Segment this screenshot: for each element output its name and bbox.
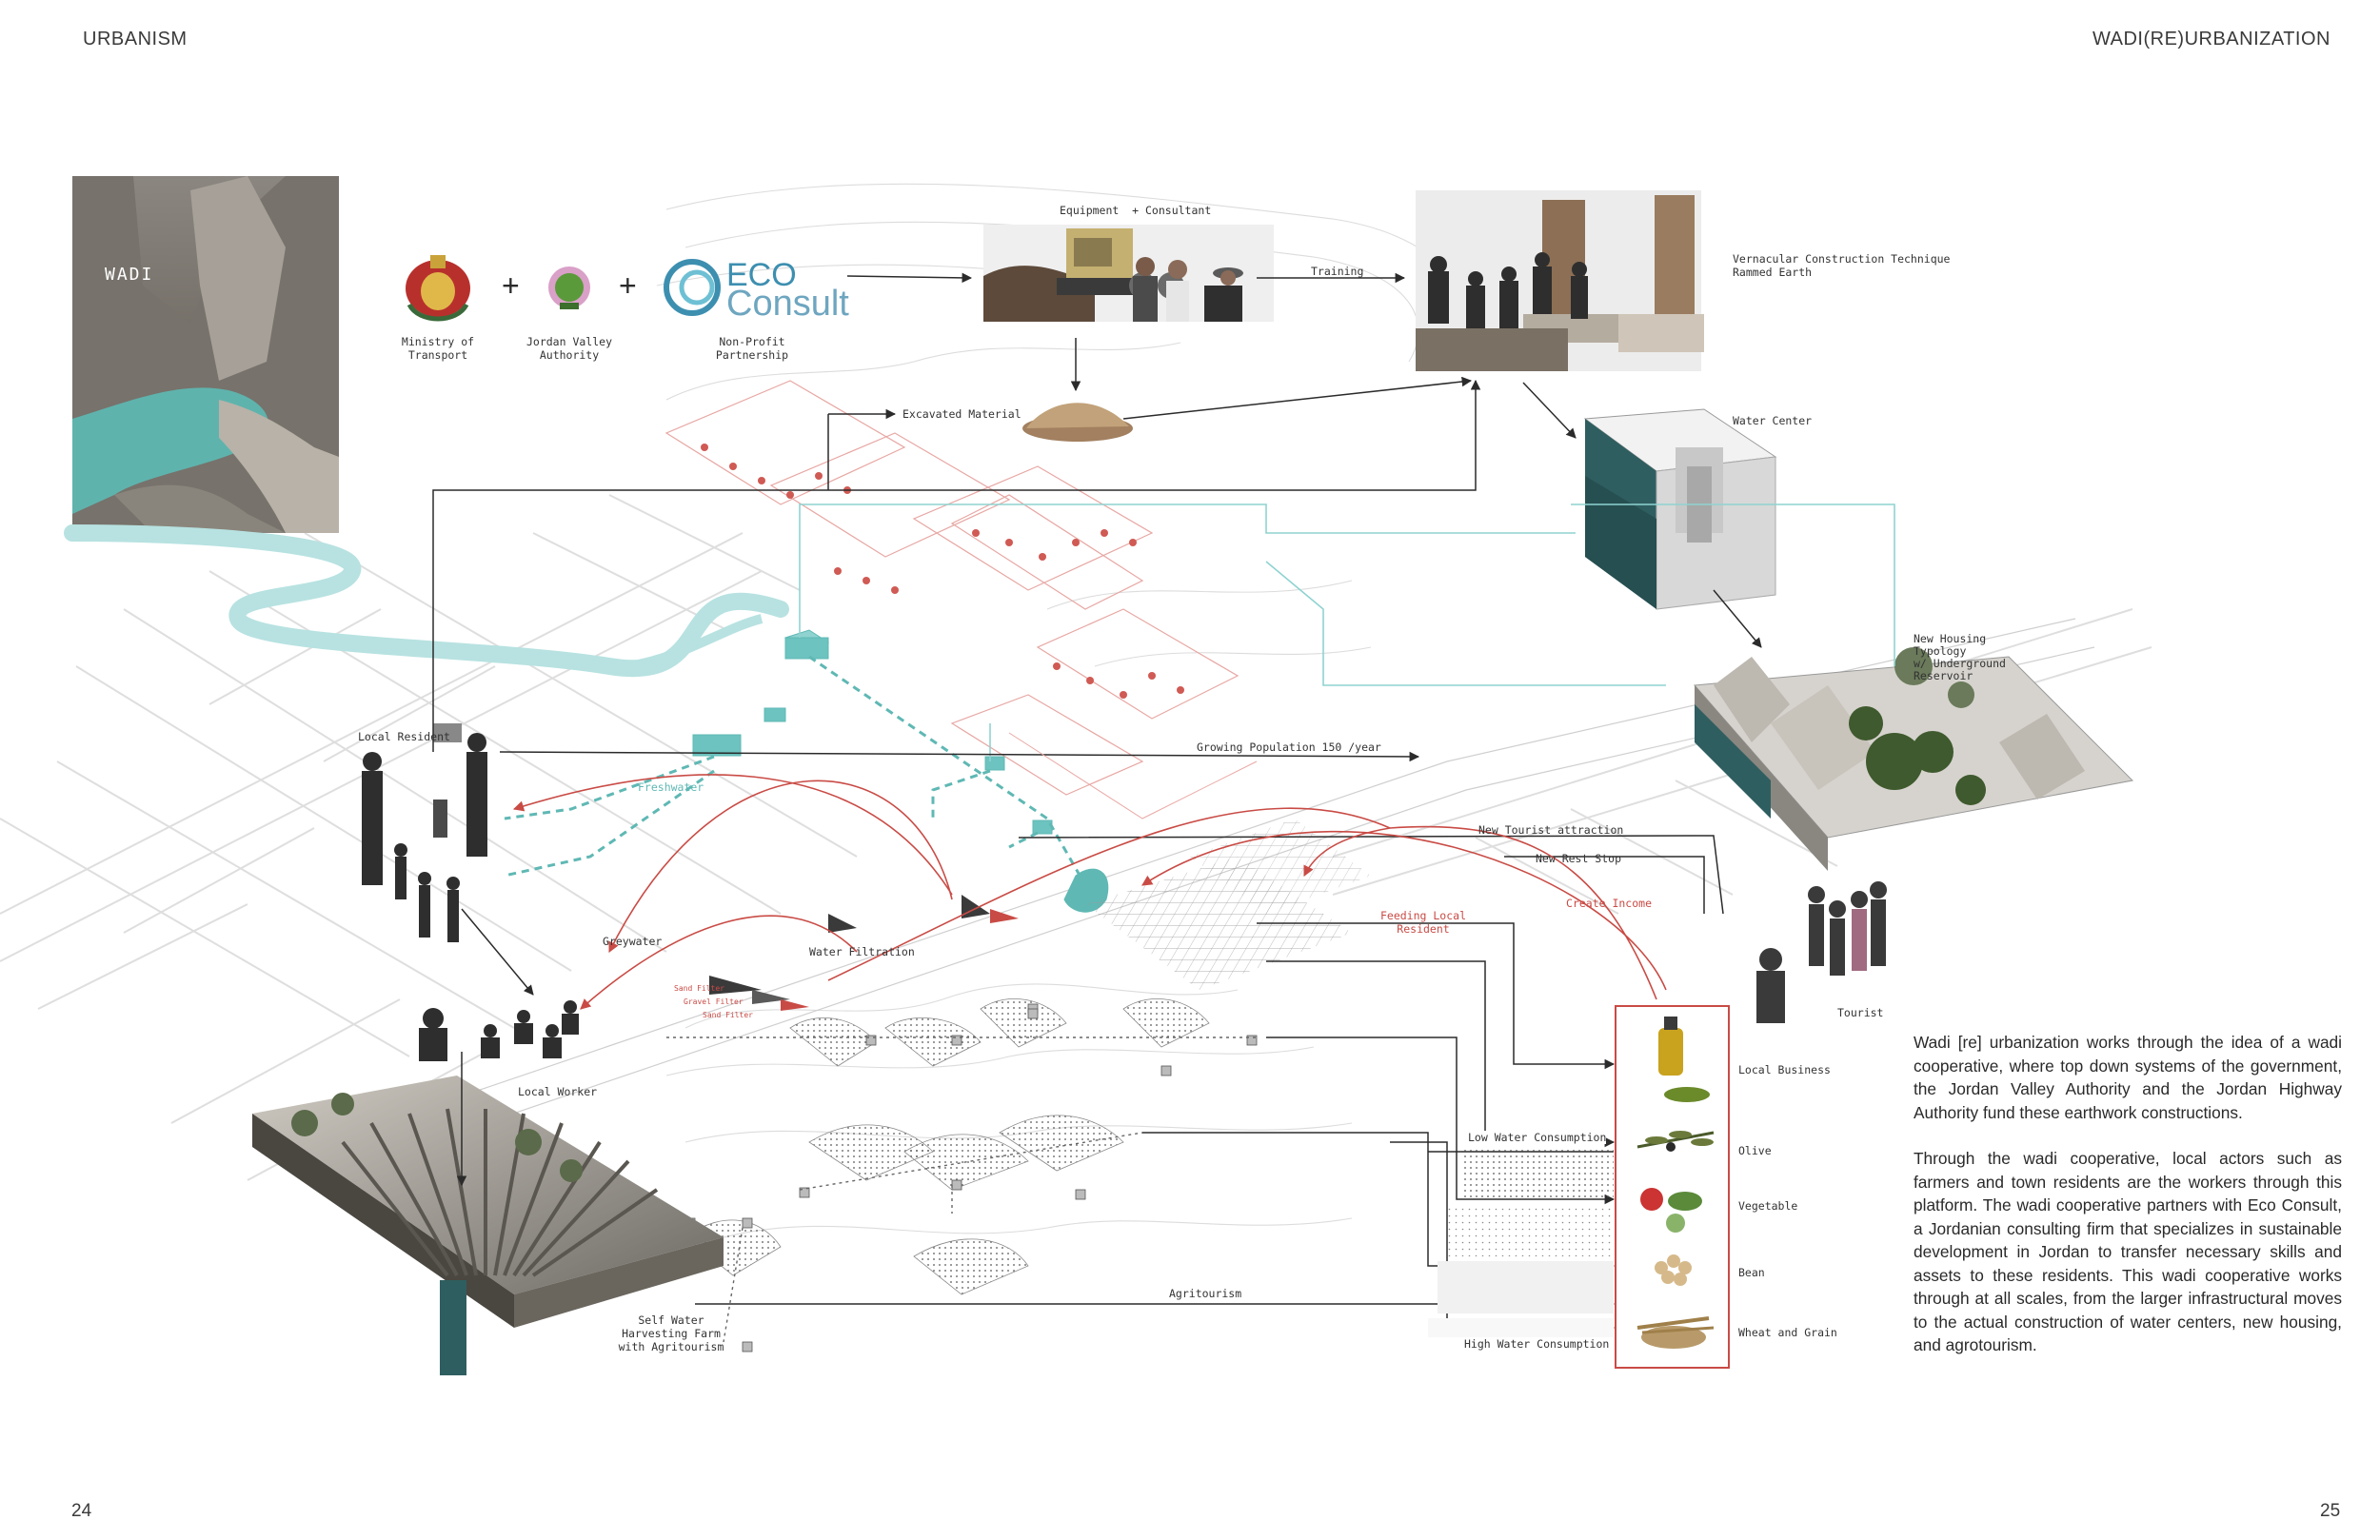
water-consumption-bars — [1428, 1147, 1614, 1337]
local-resident-label: Local Resident — [358, 730, 450, 743]
self-harvesting-farm — [252, 1076, 724, 1375]
jva-emblem-icon — [548, 267, 590, 309]
greywater-label: Greywater — [603, 935, 663, 948]
freshwater-label: Freshwater — [638, 780, 704, 794]
new-housing-label: New Housing Typology w/ Underground Rese… — [1914, 632, 2006, 682]
field-dotted-links — [666, 1037, 1257, 1343]
ministry-crest-icon — [406, 255, 470, 322]
filter-label-2: Gravel Filter — [684, 997, 744, 1006]
wheat-label: Wheat and Grain — [1738, 1326, 1837, 1339]
agritourism-label: Agritourism — [1169, 1287, 1242, 1300]
river — [64, 524, 789, 678]
filter-label-1: Sand Filter — [674, 984, 724, 993]
housing-typology-model — [1693, 647, 2134, 871]
new-tourist-label: New Tourist attraction — [1478, 823, 1624, 837]
bean-label: Bean — [1738, 1266, 1765, 1279]
filter-label-3: Sand Filter — [703, 1011, 753, 1019]
farm-field-grid — [1085, 819, 1371, 990]
nonprofit-label: Non-Profit Partnership — [715, 335, 789, 362]
housing-units — [701, 444, 1184, 699]
street-grid — [0, 494, 2152, 1181]
tourist-figures — [1756, 881, 1887, 1023]
vernacular-label: Vernacular Construction Technique Rammed… — [1733, 252, 1951, 279]
eco-logo-bottom: Consult — [726, 284, 849, 324]
filtration-sawtooth — [709, 895, 1019, 1011]
teal-service-lines — [799, 503, 1895, 761]
equipment-label: Equipment + Consultant — [1060, 204, 1212, 217]
tourist-label: Tourist — [1837, 1006, 1884, 1019]
page-number-right: 25 — [2320, 1501, 2341, 1521]
page-header-left: URBANISM — [83, 29, 188, 49]
plus-sign-1: + — [502, 268, 520, 303]
body-paragraph-1: Wadi [re] urbanization works through the… — [1914, 1033, 2342, 1122]
body-text: Wadi [re] urbanization works through the… — [1914, 1031, 2342, 1380]
wadi-photo-label: WADI — [105, 265, 154, 285]
local-business-label: Local Business — [1738, 1063, 1831, 1076]
create-income-label: Create Income — [1566, 897, 1653, 910]
training-label: Training — [1311, 265, 1364, 278]
rammed-earth-photo — [1416, 190, 1704, 371]
olive-oil-icon — [1658, 1017, 1710, 1102]
body-paragraph-2: Through the wadi cooperative, local acto… — [1914, 1149, 2342, 1354]
olive-branch-icon — [1636, 1131, 1715, 1152]
water-filtration-label: Water Filtration — [809, 945, 915, 958]
olive-label: Olive — [1738, 1144, 1772, 1157]
high-water-label: High Water Consumption — [1464, 1337, 1610, 1351]
plus-sign-2: + — [619, 268, 637, 303]
bean-icon — [1655, 1254, 1692, 1286]
red-flow-arrows — [512, 774, 1667, 1010]
page-number-left: 24 — [71, 1501, 92, 1521]
wadi-photo — [72, 176, 339, 533]
jva-label: Jordan Valley Authority — [526, 335, 612, 362]
excavated-material-pile — [1022, 403, 1133, 442]
vegetable-label: Vegetable — [1738, 1199, 1798, 1213]
local-worker-figures — [419, 1000, 579, 1061]
water-tanks — [692, 629, 1109, 913]
growing-population-label: Growing Population 150 /year — [1197, 740, 1381, 754]
self-water-label: Self Water Harvesting Farm with Agritour… — [618, 1313, 724, 1353]
water-network — [504, 655, 1087, 886]
ministry-label: Ministry of Transport — [401, 335, 475, 362]
eco-logo-top: ECO — [726, 257, 797, 293]
vegetable-icon — [1640, 1188, 1702, 1233]
feeding-local-label: Feeding Local Resident — [1379, 909, 1466, 936]
new-rest-stop-label: New Rest Stop — [1536, 852, 1622, 865]
excavated-material-label: Excavated Material — [902, 407, 1021, 421]
equipment-photo — [983, 225, 1274, 322]
eco-consult-logo-icon — [664, 259, 721, 316]
housing-parcels — [664, 380, 1240, 796]
local-resident-figures — [362, 723, 487, 942]
water-center-label: Water Center — [1733, 414, 1813, 427]
water-center-model — [1583, 408, 1777, 610]
harvest-basins — [684, 997, 1210, 1295]
low-water-label: Low Water Consumption — [1468, 1131, 1607, 1144]
local-worker-label: Local Worker — [518, 1085, 598, 1098]
page-header-right: WADI(RE)URBANIZATION — [2092, 29, 2330, 49]
red-hatch-link — [1008, 732, 1258, 819]
wheat-grain-icon — [1636, 1316, 1715, 1349]
